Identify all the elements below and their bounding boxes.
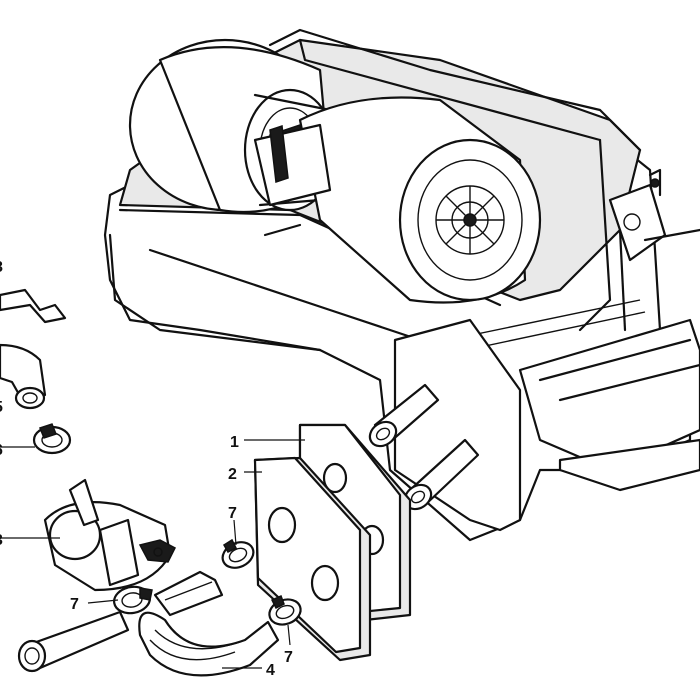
callout-7-upper: 7 — [228, 505, 237, 522]
leader-lines — [0, 439, 305, 669]
hose-elbow-part-5 — [0, 343, 47, 410]
flap-lever-linkage — [608, 168, 700, 262]
mounting-bracket-part-8 — [0, 288, 67, 324]
callout-4: 4 — [266, 662, 275, 679]
callout-7-lower: 7 — [284, 649, 293, 666]
callout-8: 8 — [0, 259, 3, 276]
hose-clamp-left — [113, 585, 153, 615]
callout-1: 1 — [230, 434, 239, 451]
callout-6: 6 — [0, 442, 3, 459]
right-blower-wheel — [298, 96, 542, 304]
water-hose-lower-long — [17, 610, 130, 673]
heater-water-valve — [43, 478, 176, 592]
callout-5: 5 — [0, 399, 3, 416]
hose-clamp-upper — [221, 538, 255, 569]
blower-motor — [253, 123, 332, 237]
hose-clamp-part-6 — [32, 423, 72, 455]
water-hose-upper — [153, 570, 224, 617]
hose-clamp-lower — [268, 594, 302, 626]
air-duct-extension — [518, 318, 700, 492]
seal-plate-part-2 — [253, 456, 372, 662]
heater-core-outlet — [368, 318, 522, 532]
callout-3: 3 — [0, 532, 3, 549]
water-hose-part-4 — [138, 611, 280, 677]
callout-7-left: 7 — [70, 596, 79, 613]
callout-labels: 1 2 3 4 5 6 7 7 7 8 — [0, 259, 293, 679]
callout-2: 2 — [228, 466, 237, 483]
